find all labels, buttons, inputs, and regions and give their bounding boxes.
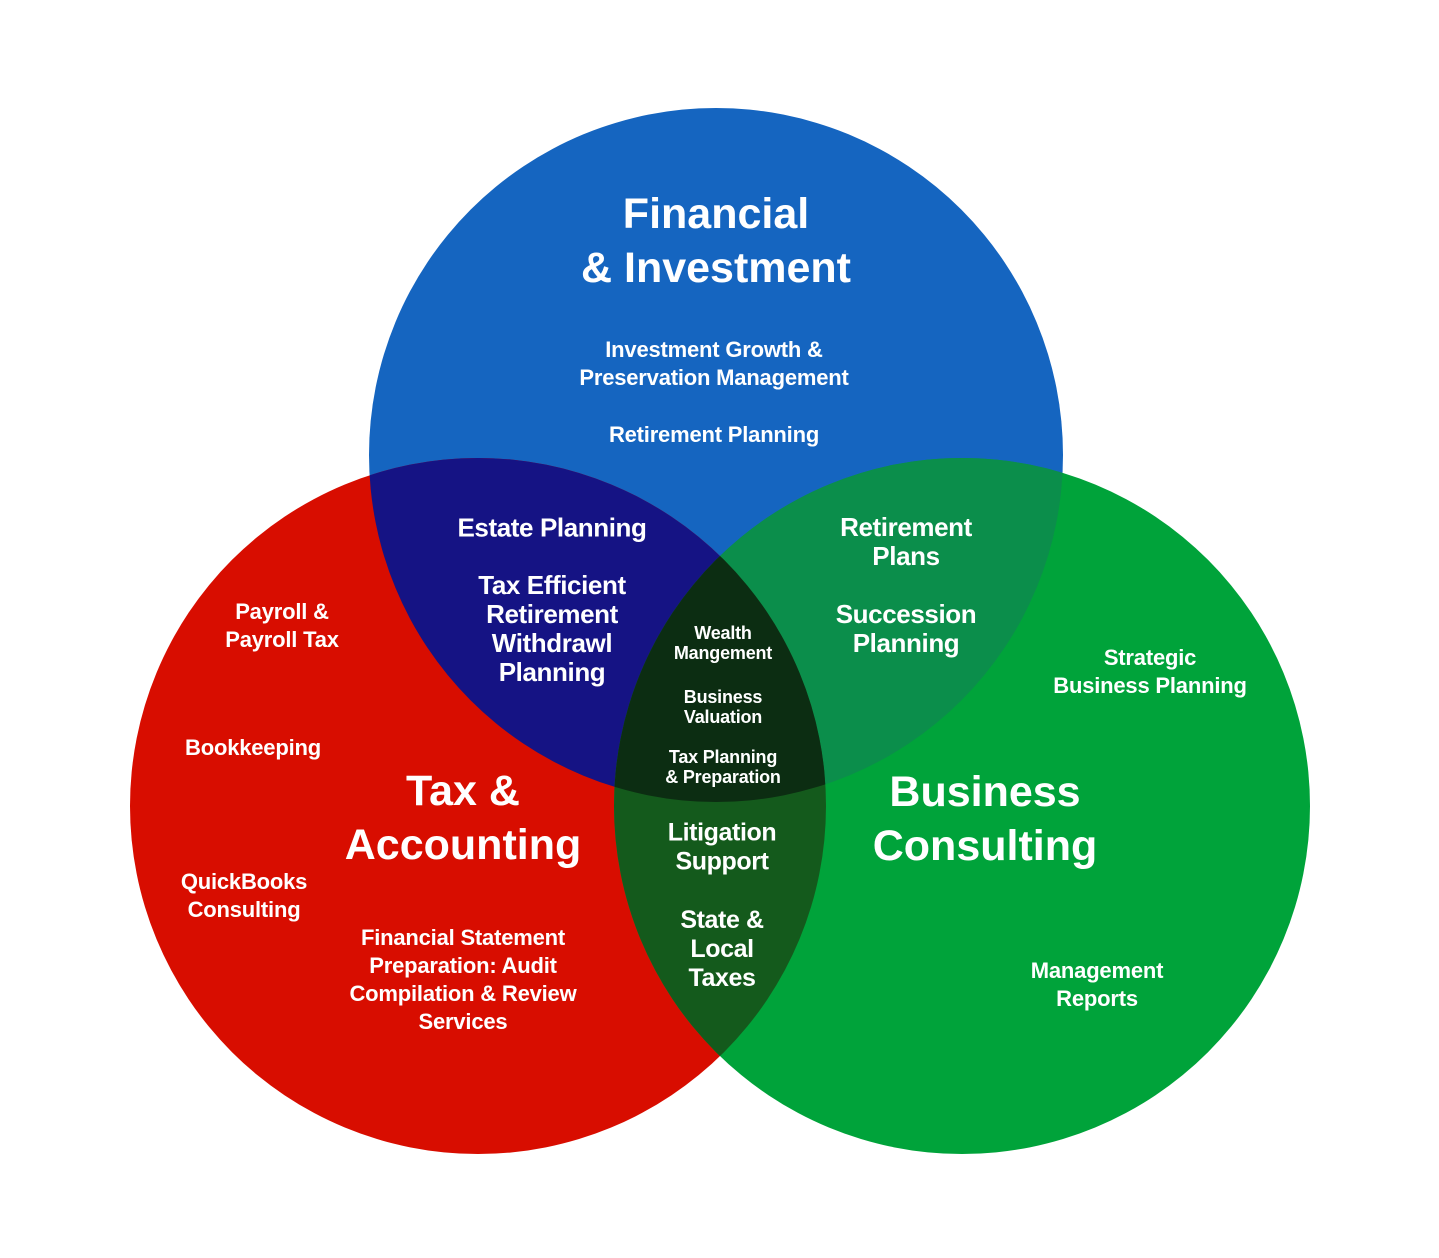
- center-item-wealth-management: Wealth Mangement: [673, 622, 773, 663]
- center-item-business-valuation: Business Valuation: [683, 686, 763, 727]
- financial-consulting-overlap-region: [614, 458, 1063, 802]
- financial-item-investment-growth: Investment Growth & Preservation Managem…: [579, 337, 849, 390]
- business-consulting-title: Business Consulting: [872, 767, 1098, 870]
- tax-item-payroll: Payroll & Payroll Tax: [225, 599, 339, 652]
- overlap-item-retirement-plans: Retirement Plans: [840, 511, 972, 571]
- overlap-item-estate-planning: Estate Planning: [457, 512, 647, 543]
- overlap-item-succession-planning: Succession Planning: [835, 598, 977, 658]
- financial-tax-overlap-region: [369, 458, 826, 802]
- overlap-item-state-local-taxes: State & Local Taxes: [680, 905, 764, 992]
- financial-item-retirement-planning: Retirement Planning: [608, 422, 820, 448]
- consulting-item-management-reports: Management Reports: [1030, 958, 1164, 1011]
- tax-item-quickbooks-consulting: QuickBooks Consulting: [180, 869, 308, 922]
- tax-accounting-title: Tax & Accounting: [344, 766, 582, 869]
- tax-item-financial-statement-services: Financial Statement Preparation: Audit C…: [349, 925, 577, 1034]
- tax-item-bookkeeping: Bookkeeping: [185, 735, 321, 761]
- overlap-item-tax-efficient-withdrawl: Tax Efficient Retirement Withdrawl Plann…: [478, 569, 626, 688]
- overlap-item-litigation-support: Litigation Support: [667, 818, 777, 875]
- financial-title: Financial & Investment: [580, 189, 852, 292]
- consulting-item-strategic-business-planning: Strategic Business Planning: [1053, 645, 1247, 698]
- center-item-tax-planning-preparation: Tax Planning & Preparation: [665, 746, 781, 787]
